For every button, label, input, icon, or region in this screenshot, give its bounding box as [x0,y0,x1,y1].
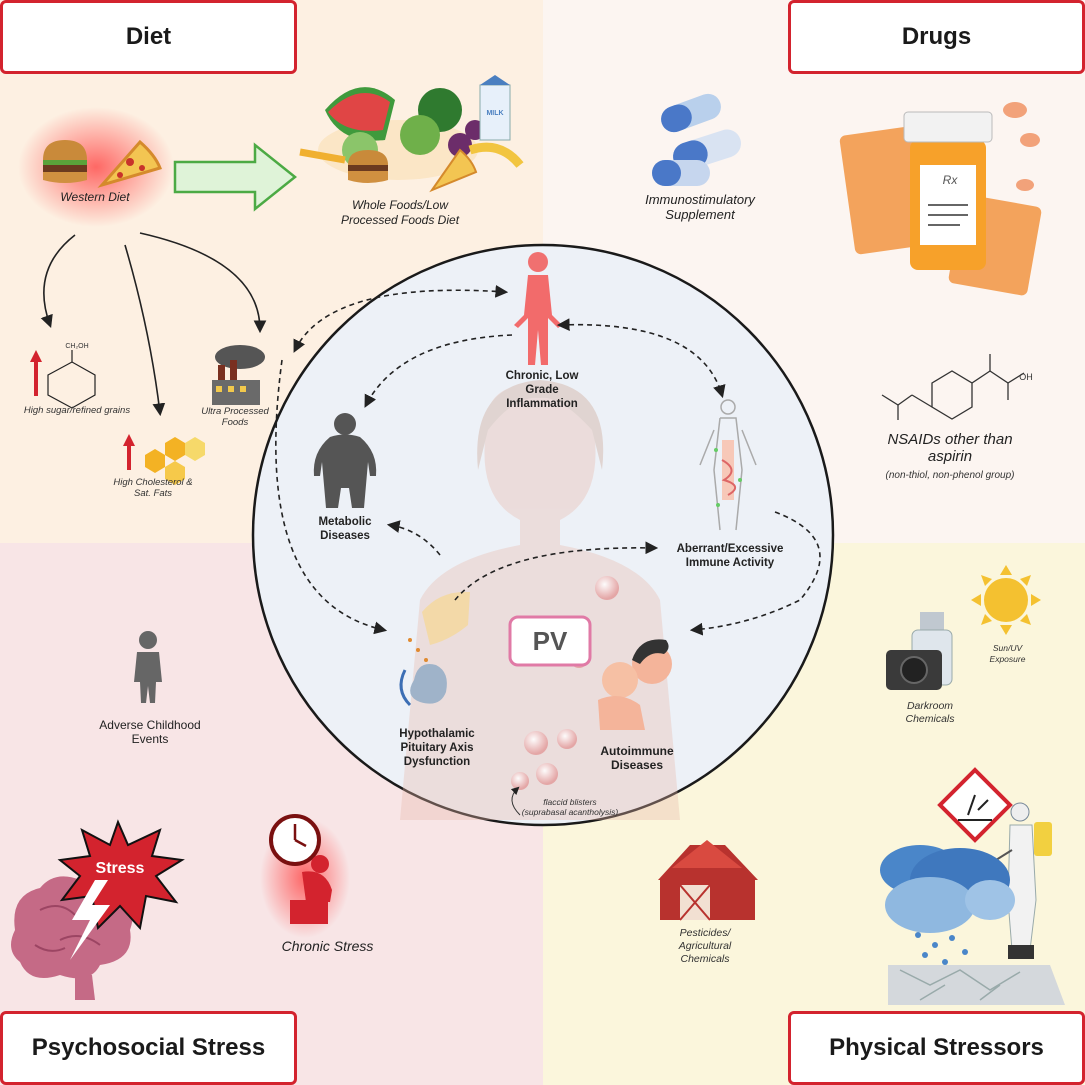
clock-stressed-person-icon [269,814,332,924]
pill-bottle-icon [839,102,1042,296]
physical-title: Physical Stressors [788,1011,1085,1085]
pv-box [508,615,592,667]
child-figure-icon [134,631,162,703]
cracked-ground-icon [888,965,1065,1005]
adverse-events-label: Adverse Childhood Events [99,718,201,746]
sugar-label: High sugar/refined grains [23,405,131,416]
diet-title: Diet [0,0,297,74]
hazard-sign-icon [937,767,1013,843]
darkroom-camera-icon [886,612,953,690]
blisters-note: (suprabasal acantholysis) [521,807,619,817]
hpa-label: Hypothalamic Pituitary Axis Dysfunction [399,728,475,768]
glucose-molecule-icon [47,350,96,409]
inflamed-body-icon [514,252,562,365]
autoimmune-label: Autoimmune Diseases [600,744,674,772]
darkroom-label: Darkroom Chemicals [905,700,955,725]
whole-foods-label: Whole Foods/Low Processed Foods Diet [340,198,460,227]
hpa-gland-icon [399,591,470,707]
whole-foods-icon [299,75,524,193]
pizza-slice-icon [97,139,162,188]
chemical-cloud-icon [880,845,1015,965]
lightning-icon [70,880,110,960]
green-arrow-icon [173,142,298,212]
blisters-label: flaccid blisters [543,797,597,807]
sun-icon [971,565,1041,635]
obese-body-icon [313,413,377,508]
inflammation-label: Chronic, Low Grade Inflammation [505,370,579,410]
nsaid-structure-icon [881,354,1025,420]
nsaid-label: NSAIDs other than aspirin [887,431,1013,465]
sun-label: Sun/UV Exposure [989,643,1026,664]
factory-icon [212,345,265,405]
chronic-stress-label: Chronic Stress [281,938,374,954]
supplement-capsules-icon [652,93,741,186]
pesticides-label: Pesticides/ Agricultural Chemicals [678,927,732,965]
metabolic-label: Metabolic Diseases [318,516,372,542]
immune-label: Aberrant/Excessive Immune Activity [676,543,784,569]
pv-label: PV [532,625,568,656]
glucose-formula-label: CH₂OH [65,343,89,350]
western-diet-label: Western Diet [60,190,130,204]
stress-burst-icon [57,819,185,931]
supplement-label: Immunostimulatory Supplement [645,192,755,222]
ultra-processed-label: Ultra Processed Foods [201,406,269,428]
rx-label: Rx [942,173,958,187]
autoimmune-couple-icon [598,639,672,730]
carton-label: MILK [486,110,504,117]
burger-icon [43,140,87,183]
hydroxyl-label: OH [1019,372,1033,382]
nsaid-note: (non-thiol, non-phenol group) [885,470,1015,481]
barn-icon [658,840,758,921]
cholesterol-hexagons-icon [123,434,205,485]
immune-body-icon [699,399,757,531]
cholesterol-label: High Cholesterol & Sat. Fats [113,477,193,499]
drugs-title: Drugs [788,0,1085,74]
psychosocial-title: Psychosocial Stress [0,1011,297,1085]
stress-badge-label: Stress [95,860,145,877]
